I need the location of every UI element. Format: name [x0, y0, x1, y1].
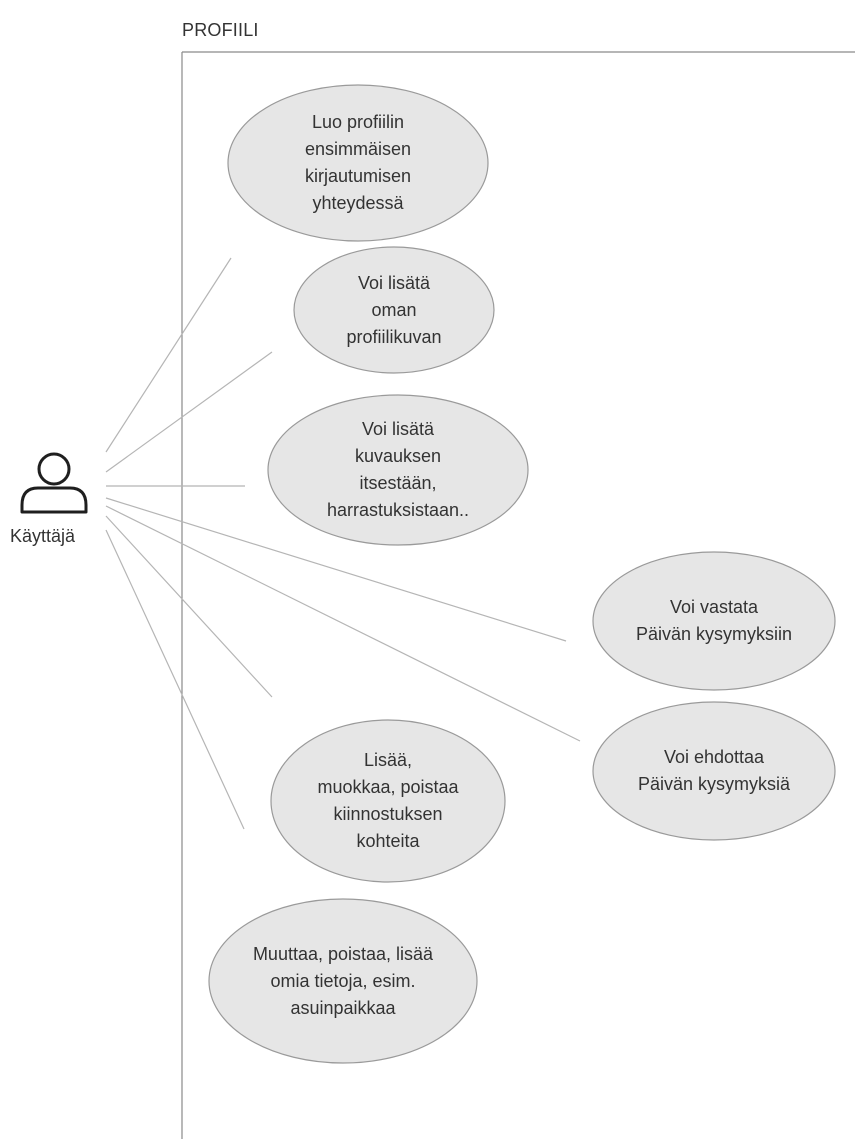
- usecase-ellipse-answer-daily-question: [592, 551, 836, 691]
- system-title: PROFIILI: [182, 20, 259, 40]
- usecase-ellipse-edit-info: [208, 898, 478, 1064]
- actor-label: Käyttäjä: [10, 526, 76, 546]
- usecase-ellipse-suggest-daily-question: [592, 701, 836, 841]
- usecase-ellipse-add-description: [267, 394, 529, 546]
- association-edit-interests: [105, 515, 273, 698]
- usecase-ellipse-create-profile: [227, 84, 489, 242]
- usecase-ellipse-add-profile-picture: [293, 246, 495, 374]
- usecase-ellipse-edit-interests: [270, 719, 506, 883]
- association-create-profile: [105, 257, 232, 453]
- association-edit-info: [105, 529, 245, 830]
- association-answer-daily-question: [105, 497, 567, 642]
- associations: [105, 257, 581, 830]
- user-icon: [20, 452, 88, 514]
- association-suggest-daily-question: [105, 505, 581, 742]
- association-add-profile-picture: [105, 351, 273, 473]
